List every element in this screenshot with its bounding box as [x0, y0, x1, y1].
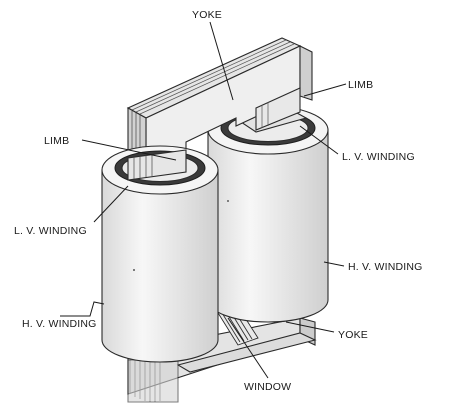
leader-lines	[60, 21, 347, 379]
leader-yoke-bottom	[285, 321, 335, 333]
label-lv-winding-left: L. V. WINDING	[14, 225, 87, 237]
leader-window	[227, 317, 269, 379]
leader-lv-right	[299, 125, 339, 155]
label-window: WINDOW	[244, 381, 291, 393]
label-limb-right: LIMB	[348, 79, 373, 91]
right-hv-winding-cylinder	[207, 105, 329, 323]
label-hv-winding-right: H. V. WINDING	[348, 261, 423, 273]
label-lv-winding-right: L. V. WINDING	[342, 151, 415, 163]
label-yoke-bottom: YOKE	[338, 329, 368, 341]
left-hv-winding-cylinder	[101, 145, 219, 363]
leader-hv-right	[323, 261, 345, 267]
label-limb-left: LIMB	[44, 135, 69, 147]
label-hv-winding-left: H. V. WINDING	[22, 318, 97, 330]
label-yoke-top: YOKE	[192, 9, 222, 21]
leader-lv-left	[93, 185, 129, 223]
leader-hv-left	[60, 301, 105, 317]
leader-limb-left	[81, 139, 177, 161]
leader-yoke-top	[209, 21, 234, 101]
top-yoke	[126, 37, 313, 171]
leader-limb-right	[303, 83, 347, 97]
